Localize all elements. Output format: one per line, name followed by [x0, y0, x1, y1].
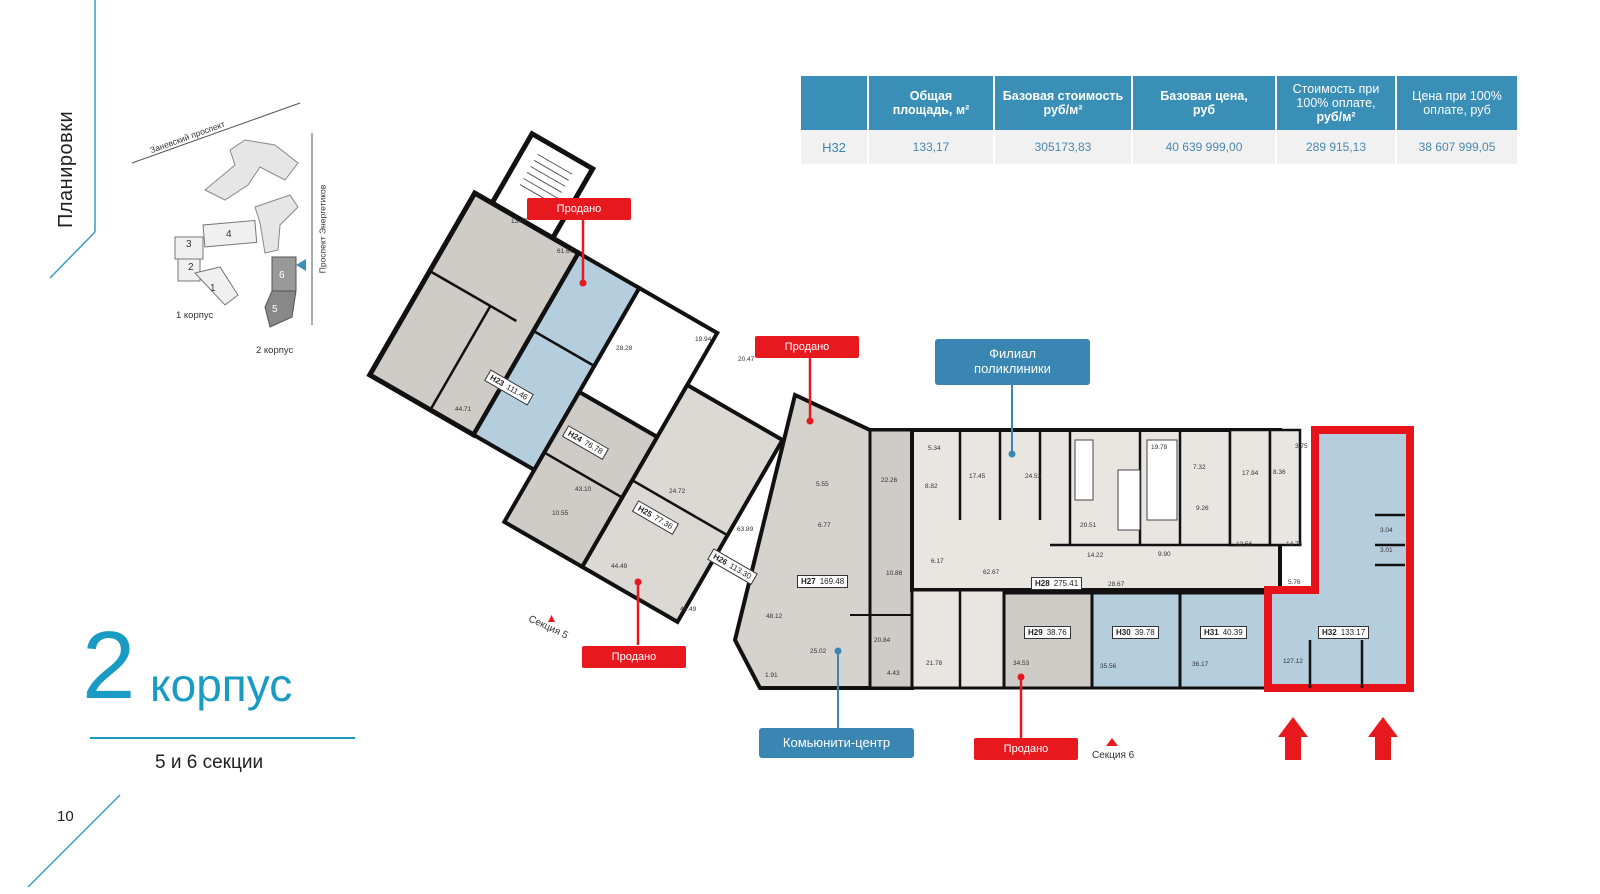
table-cell: 38 607 999,05	[1397, 130, 1519, 164]
room-area: 3.75	[1295, 443, 1308, 450]
room-area: 21.78	[926, 660, 943, 667]
table-cell: 40 639 999,00	[1133, 130, 1277, 164]
room-area: 36.17	[1192, 661, 1209, 668]
room-area: 8.36	[1273, 469, 1286, 476]
room-area: 10.88	[886, 570, 903, 577]
room-area: 3.04	[1380, 527, 1393, 534]
room-area: 9.26	[1196, 505, 1209, 512]
title-underline	[90, 737, 355, 739]
sold-badge-h23: Продано	[527, 198, 631, 220]
room-area: 48.12	[766, 613, 783, 620]
room-area: 13.87	[511, 218, 528, 225]
table-row: Н32 133,17 305173,83 40 639 999,00 289 9…	[801, 130, 1519, 164]
sections-subtitle: 5 и 6 секции	[155, 752, 264, 773]
room-area: 5.76	[1288, 579, 1301, 586]
table-header-cell: Базовая цена,руб	[1133, 76, 1277, 130]
room-area: 46.49	[680, 606, 697, 613]
keymap-section-4: 4	[226, 229, 232, 240]
room-area: 20.47	[738, 356, 755, 363]
room-area: 17.45	[969, 473, 986, 480]
room-area: 9.90	[1158, 551, 1171, 558]
room-area: 34.53	[1013, 660, 1030, 667]
room-area: 43.10	[575, 486, 592, 493]
room-area: 28.28	[616, 345, 633, 352]
table-cell: 133,17	[869, 130, 995, 164]
sold-badge-h26: Продано	[755, 336, 859, 358]
table-header-cell: Цена при 100%оплате, руб	[1397, 76, 1519, 130]
table-cell: 289 915,13	[1277, 130, 1397, 164]
room-area: 4.43	[887, 670, 900, 677]
page-number: 10	[57, 808, 74, 825]
key-map	[131, 102, 313, 328]
keymap-section-1: 1	[210, 283, 216, 294]
building-number: 2	[82, 612, 136, 719]
room-area: 8.82	[925, 483, 938, 490]
room-area: 35.56	[1100, 663, 1117, 670]
room-area: 63.89	[737, 526, 754, 533]
section-6-label: Секция 6	[1092, 750, 1135, 761]
building-word: корпус	[150, 659, 293, 711]
west-wing	[366, 130, 786, 625]
room-area: 7.32	[1193, 464, 1206, 471]
room-area: 6.77	[818, 522, 831, 529]
korpus2-label: 2 корпус	[256, 345, 294, 356]
room-area: 28.67	[1108, 581, 1125, 588]
room-area: 1.91	[765, 672, 778, 679]
room-area: 12.56	[1236, 541, 1253, 548]
keymap-section-6: 6	[279, 270, 285, 281]
korpus1-label: 1 корпус	[176, 310, 214, 321]
room-area: 127.12	[1283, 658, 1303, 665]
room-area: 5.34	[928, 445, 941, 452]
room-area: 14.74	[1286, 541, 1303, 548]
decor-lines	[27, 0, 121, 888]
room-area: 17.94	[1242, 470, 1259, 477]
room-area: 19.78	[1151, 444, 1168, 451]
keymap-section-2: 2	[188, 262, 194, 273]
room-area: 5.55	[816, 481, 829, 488]
table-cell: 305173,83	[995, 130, 1133, 164]
keymap-section-5: 5	[272, 304, 278, 315]
community-callout: Комьюнити-центр	[759, 728, 914, 758]
table-cell: Н32	[801, 130, 869, 164]
room-area: 62.67	[983, 569, 1000, 576]
keymap-section-3: 3	[186, 239, 192, 250]
room-area: 6.17	[931, 558, 944, 565]
room-area: 44.71	[455, 406, 472, 413]
room-area: 10.55	[552, 510, 569, 517]
table-header-cell	[801, 76, 869, 130]
room-area: 19.94	[695, 336, 712, 343]
room-area: 44.49	[611, 563, 628, 570]
room-area: 20.51	[1080, 522, 1097, 529]
room-area: 24.72	[669, 488, 686, 495]
room-area: 24.52	[1025, 473, 1042, 480]
room-area: 61.67	[557, 248, 574, 255]
room-area: 25.02	[810, 648, 827, 655]
room-area: 22.26	[881, 477, 898, 484]
room-area: 3.01	[1380, 547, 1393, 554]
sold-badge-h29: Продано	[974, 738, 1078, 760]
sold-badge-h25: Продано	[582, 646, 686, 668]
room-area: 20.84	[874, 637, 891, 644]
room-area: 14.22	[1087, 552, 1104, 559]
